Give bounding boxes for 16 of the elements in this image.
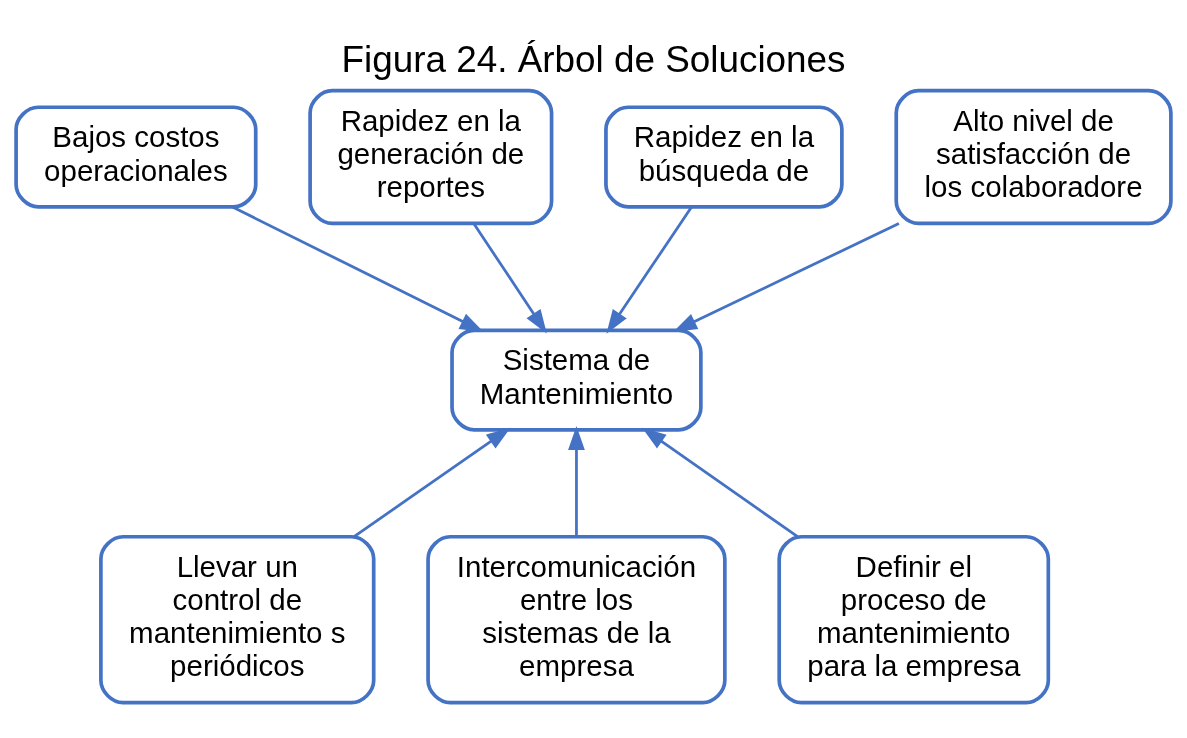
- node-box: Alto nivel de satisfacción de los colaboradore: [894, 88, 1173, 226]
- node-box: Sistema de Mantenimiento: [450, 328, 703, 432]
- arrow: [606, 206, 693, 334]
- node-box: Intercomunicación entre los sistemas de la empresa: [426, 534, 727, 705]
- node-box: Llevar un control de mantenimiento s periódicos: [99, 534, 376, 705]
- node-box: Rapidez en la generación de reportes: [308, 88, 554, 226]
- arrow: [568, 426, 585, 537]
- diagram-title: Figura 24. Árbol de Soluciones: [341, 39, 846, 81]
- arrow: [673, 222, 900, 332]
- node-box: Rapidez en la búsqueda de: [604, 105, 844, 209]
- arrow: [472, 222, 547, 334]
- arrow: [353, 427, 511, 538]
- arrow: [231, 205, 484, 333]
- node-box: Definir el proceso de mantenimiento para la empresa: [777, 534, 1051, 705]
- arrow: [642, 427, 799, 538]
- node-box: Bajos costos operacionales: [14, 105, 258, 209]
